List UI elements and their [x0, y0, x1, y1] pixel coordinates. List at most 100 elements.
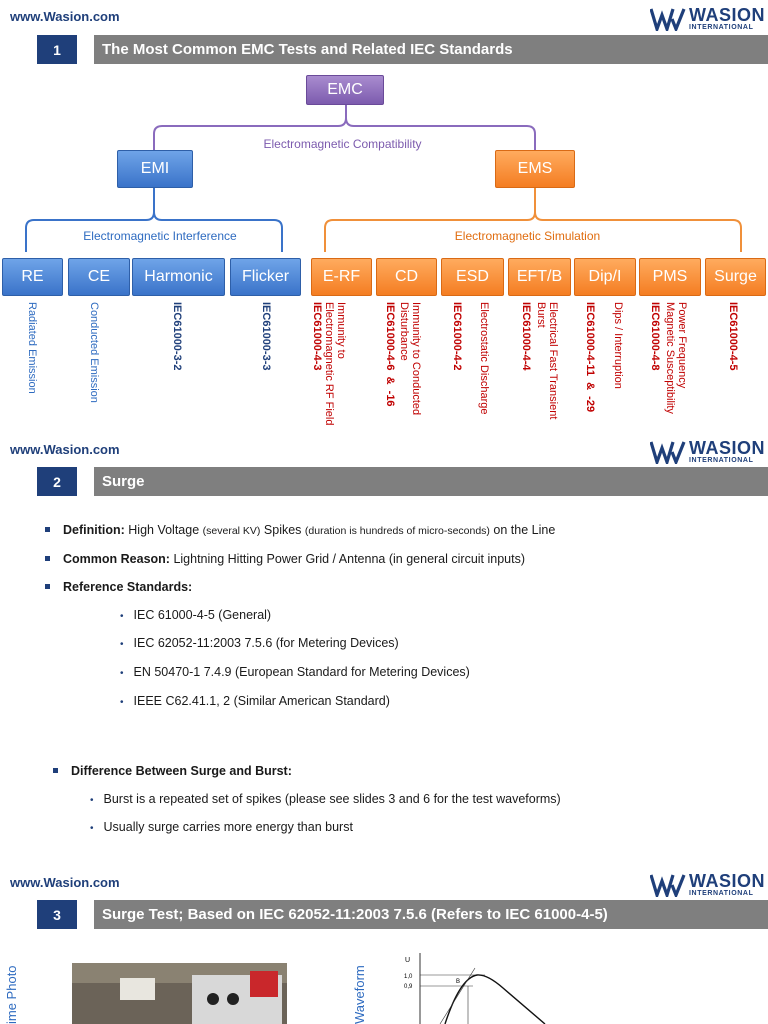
test-box-eftb: EFT/B [508, 258, 571, 296]
definition-d: (duration is hundreds of micro-seconds) [304, 525, 490, 537]
ref-text: IEC 61000-4-5 (General) [133, 608, 272, 622]
test-box-dipi: Dip/I [574, 258, 636, 296]
test-box-esd: ESD [441, 258, 504, 296]
test-box-cd: CD [376, 258, 437, 296]
desc-harmonic: IEC61000-3-2 [171, 302, 183, 371]
dot-bullet-icon: • [90, 795, 94, 806]
slide-title: The Most Common EMC Tests and Related IE… [94, 35, 768, 64]
std-cd: IEC61000-4-6 & -16 [384, 302, 396, 407]
diff-text: Usually surge carries more energy than b… [103, 820, 353, 834]
slide-number-3: 3 [37, 900, 77, 929]
emc-box: EMC [306, 75, 384, 105]
emi-box: EMI [117, 150, 193, 188]
bullet-definition: Definition: High Voltage (several KV) Sp… [45, 523, 555, 537]
diff-text: Burst is a repeated set of spikes (pleas… [103, 792, 561, 806]
diff-item: • Usually surge carries more energy than… [90, 820, 353, 834]
site-url[interactable]: www.Wasion.com [10, 9, 120, 24]
test-box-harmonic: Harmonic [132, 258, 225, 296]
emi-subtitle: Electromagnetic Interference [83, 229, 237, 243]
desc-ce: Conducted Emission [88, 302, 100, 403]
axis-u-label: U [405, 957, 410, 964]
dot-bullet-icon: • [120, 639, 124, 650]
site-url-2[interactable]: www.Wasion.com [10, 442, 120, 457]
bullet-difference: Difference Between Surge and Burst: [53, 764, 292, 778]
definition-key: Definition: [63, 523, 125, 537]
std-surge: IEC61000-4-5 [727, 302, 739, 371]
std-eftb: IEC61000-4-4 [520, 302, 532, 371]
tree-connectors [25, 105, 742, 252]
square-bullet-icon [53, 768, 58, 773]
surge-waveform: U 1,0 0,9 B [404, 953, 546, 1024]
dot-bullet-icon: • [120, 611, 124, 622]
logo-subtitle: INTERNATIONAL [689, 24, 754, 31]
test-box-flicker: Flicker [230, 258, 301, 296]
reason-key: Common Reason: [63, 552, 170, 566]
std-erf: IEC61000-4-3 [311, 302, 323, 371]
dot-bullet-icon: • [120, 668, 124, 679]
test-box-re: RE [2, 258, 63, 296]
logo-wordmark: WASION [689, 871, 766, 891]
wasion-logo: WASION INTERNATIONAL [650, 6, 765, 31]
ems-subtitle: Electromagnetic Simulation [454, 229, 601, 243]
emc-subtitle: Electromagnetic Compatibility [263, 137, 422, 151]
square-bullet-icon [45, 527, 50, 532]
ref-item: • IEC 62052-11:2003 7.5.6 (for Metering … [120, 636, 399, 650]
std-pms: IEC61000-4-8 [649, 302, 661, 371]
ref-text: IEC 62052-11:2003 7.5.6 (for Metering De… [133, 636, 399, 650]
ref-text: EN 50470-1 7.4.9 (European Standard for … [133, 665, 470, 679]
wasion-logo-icon [650, 873, 686, 897]
test-box-ce: CE [68, 258, 130, 296]
refs-key: Reference Standards: [63, 580, 193, 594]
logo-wordmark: WASION [689, 438, 766, 458]
dot-bullet-icon: • [90, 823, 94, 834]
definition-e: on the Line [493, 523, 556, 537]
wasion-logo-2: WASION INTERNATIONAL [650, 439, 765, 464]
wasion-logo-icon [650, 7, 686, 31]
site-url-3[interactable]: www.Wasion.com [10, 875, 120, 890]
square-bullet-icon [45, 556, 50, 561]
desc-pms: Power Frequency Magnetic Susceptibility [664, 302, 688, 414]
test-box-pms: PMS [639, 258, 701, 296]
test-box-surge: Surge [705, 258, 766, 296]
desc-cd: Immunity to Conducted Disturbance [398, 302, 422, 416]
tick-1-0: 1,0 [404, 974, 413, 980]
slide-number-2: 2 [37, 467, 77, 496]
slide-title-2: Surge [94, 467, 768, 496]
slide-number: 1 [37, 35, 77, 64]
ref-item: • EN 50470-1 7.4.9 (European Standard fo… [120, 665, 470, 679]
square-bullet-icon [45, 584, 50, 589]
std-dipi: IEC61000-4-11 & -29 [584, 302, 596, 413]
desc-esd: Electrostatic Discharge [478, 302, 490, 415]
test-box-erf: E-RF [311, 258, 372, 296]
test-setup-photo [72, 963, 287, 1024]
desc-erf: Immunity to Electromagnetic RF Field [323, 302, 347, 426]
logo-wordmark: WASION [689, 5, 766, 25]
desc-flicker: IEC61000-3-3 [260, 302, 272, 371]
diff-key: Difference Between Surge and Burst: [71, 764, 292, 778]
desc-dipi: Dips / Interruption [612, 302, 624, 389]
point-b-label: B [456, 979, 460, 985]
definition-c: Spikes [263, 523, 302, 537]
side-label-waveform: Waveform [352, 965, 367, 1024]
logo-subtitle: INTERNATIONAL [689, 457, 754, 464]
bullet-reason: Common Reason: Lightning Hitting Power G… [45, 552, 525, 566]
definition-a: High Voltage [128, 523, 200, 537]
bullet-refs: Reference Standards: [45, 580, 192, 594]
definition-b: (several KV) [202, 525, 261, 537]
slide-title-3: Surge Test; Based on IEC 62052-11:2003 7… [94, 900, 768, 929]
ref-text: IEEE C62.41.1, 2 (Similar American Stand… [133, 694, 390, 708]
ems-box: EMS [495, 150, 575, 188]
wasion-logo-3: WASION INTERNATIONAL [650, 872, 765, 897]
desc-eftb: Electrical Fast Transient Burst [535, 302, 559, 420]
diff-item: • Burst is a repeated set of spikes (ple… [90, 792, 561, 806]
ref-item: • IEC 61000-4-5 (General) [120, 608, 271, 622]
dot-bullet-icon: • [120, 697, 124, 708]
ref-item: • IEEE C62.41.1, 2 (Similar American Sta… [120, 694, 390, 708]
logo-subtitle: INTERNATIONAL [689, 890, 754, 897]
desc-re: Radiated Emission [26, 302, 38, 394]
side-label-photo: ime Photo [4, 965, 19, 1024]
wasion-logo-icon [650, 440, 686, 464]
tick-0-9: 0,9 [404, 984, 413, 990]
reason-text: Lightning Hitting Power Grid / Antenna (… [173, 552, 526, 566]
std-esd: IEC61000-4-2 [451, 302, 463, 371]
